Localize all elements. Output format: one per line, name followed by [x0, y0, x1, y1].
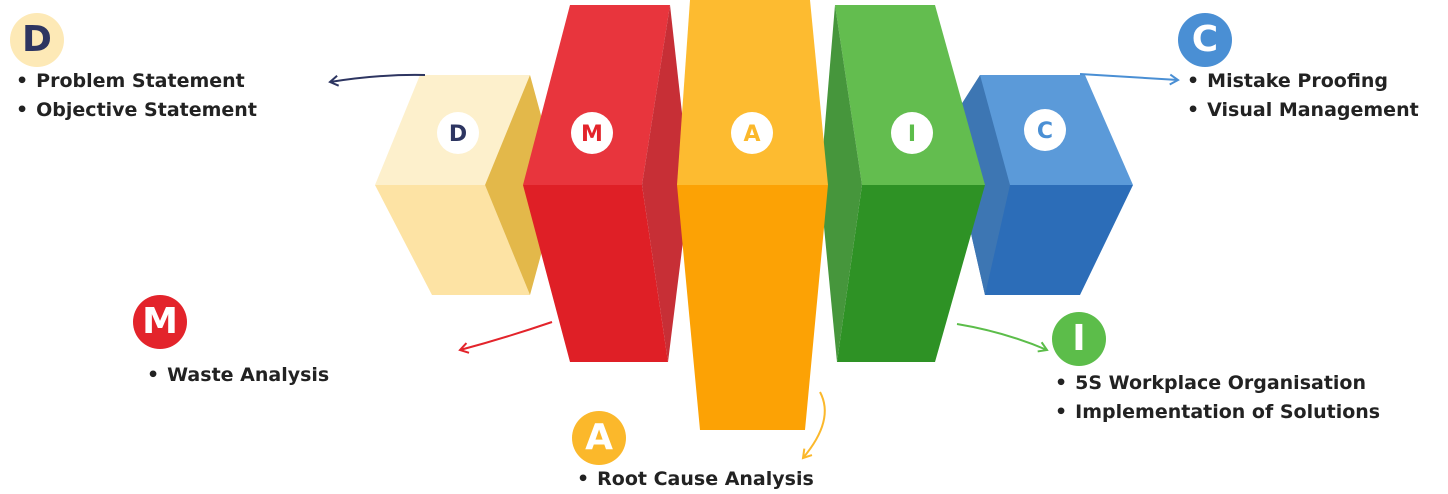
list-item: Implementation of Solutions [1055, 398, 1380, 427]
control-items: Mistake Proofing Visual Management [1187, 67, 1419, 125]
list-item: 5S Workplace Organisation [1055, 369, 1380, 398]
analyze-items: Root Cause Analysis [577, 465, 814, 494]
arrow-to-control [1079, 73, 1180, 86]
arrow-to-measure [458, 321, 553, 354]
list-item: Problem Statement [16, 67, 257, 96]
define-items: Problem Statement Objective Statement [16, 67, 257, 125]
list-item: Visual Management [1187, 96, 1419, 125]
badge-d: D [10, 13, 64, 67]
badge-i: I [1052, 312, 1106, 366]
block-m: M [523, 5, 690, 362]
measure-items: Waste Analysis [147, 361, 329, 390]
badge-c: C [1178, 13, 1232, 67]
block-d-letter: D [449, 122, 467, 147]
list-item: Mistake Proofing [1187, 67, 1419, 96]
list-item: Objective Statement [16, 96, 257, 125]
block-a-letter: A [743, 122, 760, 147]
list-item: Waste Analysis [147, 361, 329, 390]
badge-a: A [572, 411, 626, 465]
block-a: A [677, 0, 828, 430]
arrow-to-analyze [801, 391, 826, 460]
block-c-letter: C [1037, 119, 1053, 144]
block-i-letter: I [908, 122, 916, 147]
block-i: I [820, 5, 985, 362]
block-m-letter: M [581, 122, 603, 147]
improve-items: 5S Workplace Organisation Implementation… [1055, 369, 1380, 427]
arrow-to-define [328, 73, 426, 87]
arrow-to-improve [956, 323, 1049, 353]
badge-m: M [133, 295, 187, 349]
list-item: Root Cause Analysis [577, 465, 814, 494]
